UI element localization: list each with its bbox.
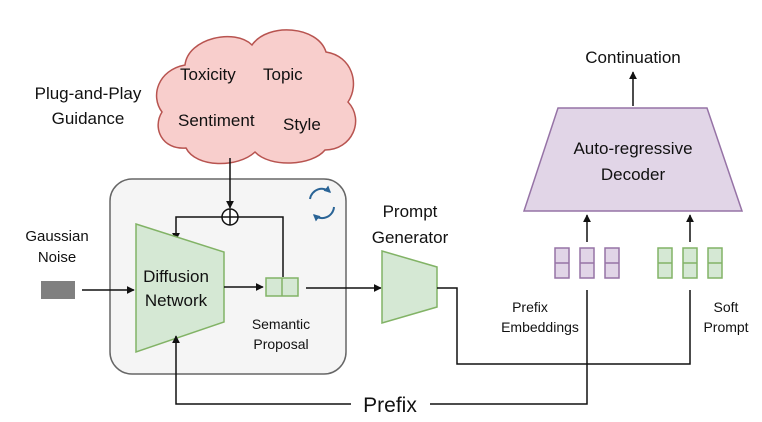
proposal-label-line1: Semantic (252, 316, 310, 332)
guidance-attr-topic: Topic (263, 65, 303, 84)
guidance-attr-style: Style (283, 115, 321, 134)
generator-label-line2: Generator (372, 228, 449, 247)
prompt-generator (381, 250, 438, 324)
proposal-feedback-line (238, 216, 284, 277)
prefix-embeddings-block (554, 247, 620, 279)
guidance-title-line2: Guidance (52, 109, 125, 128)
generator-to-soft-prompt-line (437, 287, 691, 365)
noise-label-line1: Gaussian (25, 228, 88, 245)
guidance-attr-toxicity: Toxicity (180, 65, 236, 84)
output-label: Continuation (585, 48, 680, 67)
soft-prompt-label-line2: Prompt (703, 319, 748, 335)
prefix-embeddings-label-line1: Prefix (512, 299, 548, 315)
decoder-label-line2: Decoder (601, 165, 666, 184)
sum-node (221, 208, 239, 226)
proposal-label-line2: Proposal (253, 336, 308, 352)
noise-block (41, 281, 75, 299)
diffusion-label-line2: Network (145, 291, 208, 310)
soft-prompt-block (657, 247, 723, 279)
generator-label-line1: Prompt (383, 202, 438, 221)
decoder (522, 107, 744, 212)
prefix-to-diffusion-arrow (172, 335, 351, 405)
guidance-attr-sentiment: Sentiment (178, 111, 255, 130)
soft-prompt-label-line1: Soft (714, 299, 739, 315)
prefix-label: Prefix (363, 394, 417, 417)
sum-to-diffusion-arrow (172, 216, 222, 241)
diffusion-network (135, 222, 225, 354)
semantic-proposal-block (265, 277, 299, 297)
prefix-right-line (430, 290, 588, 405)
loop-icon (309, 185, 335, 222)
noise-label-line2: Noise (38, 249, 76, 266)
prefix-embeddings-label-line2: Embeddings (501, 319, 579, 335)
diffusion-label-line1: Diffusion (143, 267, 209, 286)
decoder-label-line1: Auto-regressive (573, 139, 692, 158)
guidance-title-line1: Plug-and-Play (35, 84, 142, 103)
guidance-cloud (155, 29, 357, 165)
